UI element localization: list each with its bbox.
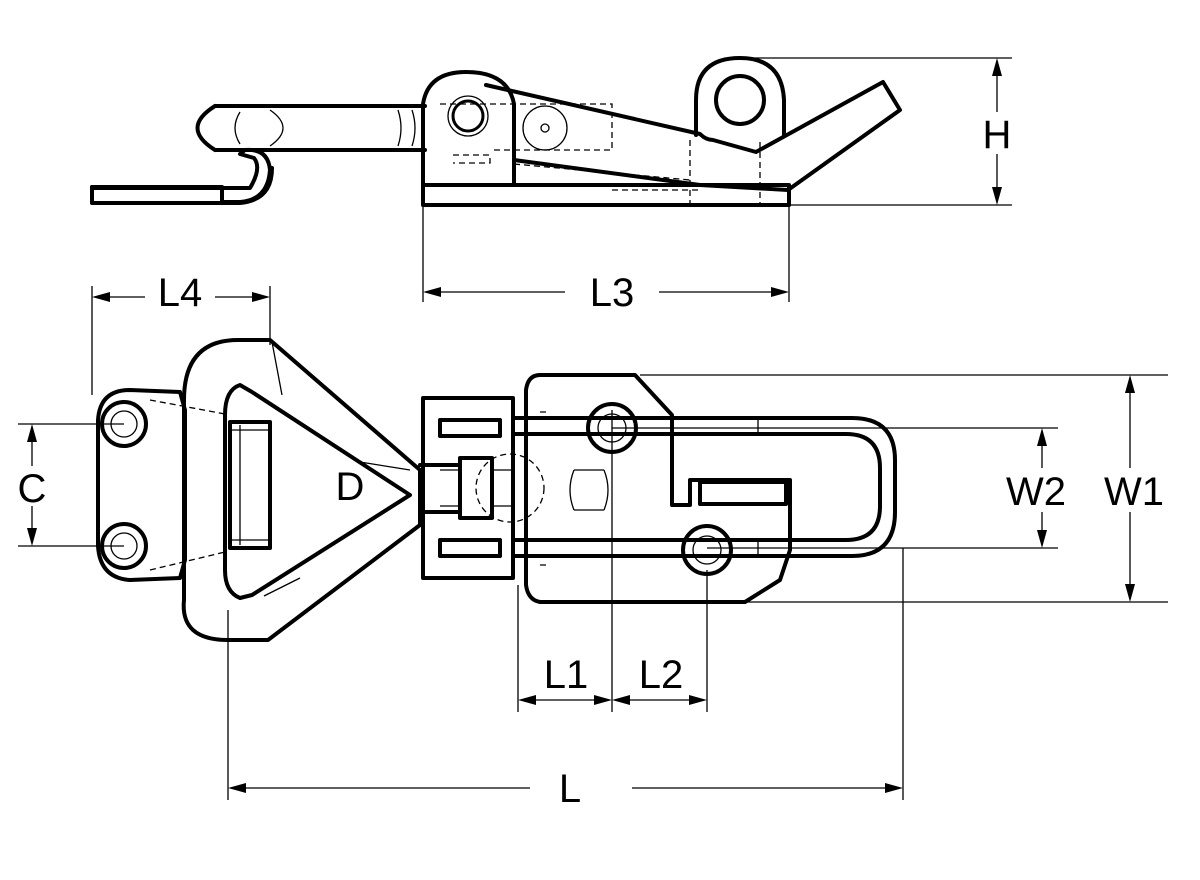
dim-d-label: D [336,465,365,509]
top-body-hidden [540,411,549,566]
dim-l2-extension [616,570,708,712]
dim-l-arrow-right [885,783,903,793]
top-slot [698,480,788,506]
top-hinge-bolt-detail [440,469,512,507]
dim-h-arrow-bottom [992,187,1002,205]
side-pivot-pin [451,99,485,133]
dim-l1-arrow-right [594,695,612,705]
side-lever-eye [694,56,786,137]
side-lever [484,80,902,192]
top-body [524,373,792,604]
top-shackle-bar-detail [230,425,270,545]
dim-w2-arrow-top [1037,428,1047,446]
dim-l4-arrow-left [92,292,110,302]
top-shackle-bar [228,420,272,550]
side-hidden-lines-2 [689,140,761,205]
side-base-plate [421,183,791,207]
dim-c-arrow-bottom [27,528,37,546]
dim-l4-label: L4 [158,271,203,315]
side-view [90,56,902,207]
dim-l1-label: L1 [544,653,589,697]
top-pull-bar [511,416,897,558]
dim-c-label: C [18,467,47,511]
side-lever-pin [522,105,568,151]
dim-l1-extension [517,410,613,712]
top-hinge-ear-lower [438,538,502,558]
top-shackle-segments [263,341,411,597]
dim-l2-arrow-left [612,695,630,705]
top-hinge-bolt [458,456,494,520]
dim-l-arrow-left [228,783,246,793]
dim-h-arrow-top [992,58,1002,76]
side-rod-detail [234,109,416,147]
dim-l3-label: L3 [590,271,635,315]
dim-w1-extension [640,374,1168,603]
dim-c-arrow-top [27,424,37,442]
top-shackle-inner [223,383,412,600]
top-pivot-pin [569,469,609,511]
top-mount-hidden [149,399,226,571]
dim-l3-arrow-left [423,287,441,297]
top-shackle-outer [181,338,422,642]
side-rod [195,104,427,152]
dim-l-label: L [559,767,581,811]
top-body-hole-lower [681,524,733,576]
side-pivot-outer [447,95,489,137]
dim-w2-label: W2 [1006,470,1066,514]
dim-l3-arrow-right [771,287,789,297]
top-hinge-hidden-circle [475,453,545,523]
dimensions: H L3 L4 C D W1 W2 [12,57,1170,811]
dim-w1-arrow-bottom [1125,584,1135,602]
dim-l2-arrow-right [689,695,707,705]
side-hook-plate-outline [90,166,274,205]
top-mount-plate [96,388,187,582]
dim-l2-label: L2 [639,653,684,697]
top-hinge-ear-upper [438,418,502,438]
side-lever-pin-center [540,123,550,133]
dim-l1-arrow-left [518,695,536,705]
top-hinge-bracket [421,396,515,580]
side-hook-plate [90,147,272,204]
dim-w1-label: W1 [1104,470,1164,514]
dim-h-label: H [983,113,1012,157]
dim-w2-arrow-bottom [1037,530,1047,548]
top-neck [418,463,462,514]
dim-l4-arrow-right [252,292,270,302]
side-lever-eye-hole [714,74,766,126]
top-pull-bar-inner [511,432,882,542]
side-hidden-lines-1 [440,103,700,191]
top-view [96,338,897,642]
top-body-hole-lower-inner [692,535,722,565]
dim-w2-extension [612,427,1058,549]
dim-w1-arrow-top [1125,375,1135,393]
dim-h-extension [748,57,1012,206]
dim-l-extension [227,548,904,800]
